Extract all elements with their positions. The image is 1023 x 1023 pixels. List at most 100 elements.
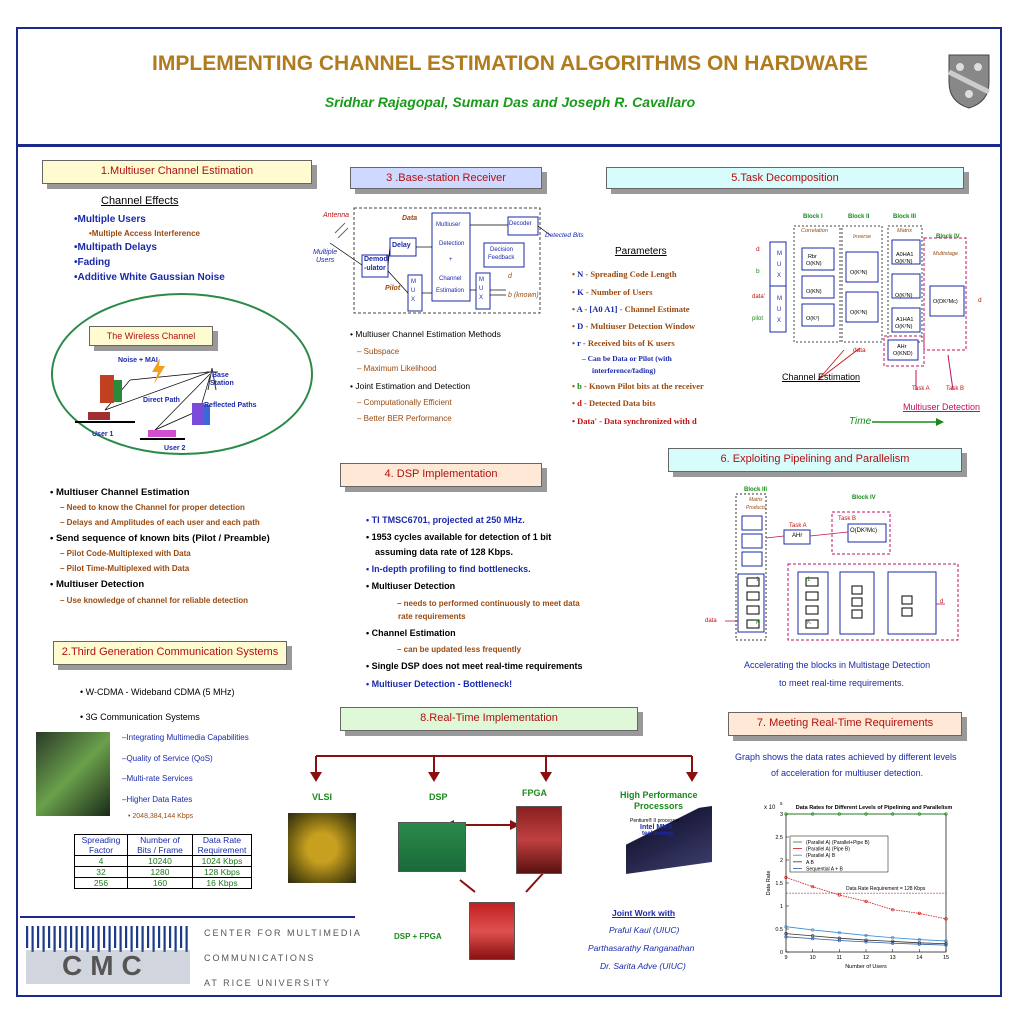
cmc-logo-bars-icon — [26, 926, 190, 984]
table-cell: 256 — [74, 877, 128, 889]
poster-frame — [16, 27, 1002, 997]
effect-3: •Multipath Delays — [74, 242, 157, 253]
logo-bar — [180, 926, 183, 948]
joint-work-title: Joint Work with — [612, 908, 676, 918]
bknown-label: b (known) — [508, 292, 539, 299]
param-data: • Data' - Data synchronized with d — [572, 416, 697, 426]
op-data-prime: data' — [752, 294, 765, 300]
data-label: Data — [402, 215, 418, 222]
chart-scale-label: x 10 — [764, 805, 776, 811]
pilot-label: Pilot — [385, 285, 401, 292]
s3-sub-2a: – Computationally Efficient — [357, 398, 452, 407]
s2-rate: • 2048,384,144 Kbps — [128, 813, 194, 820]
mud-label-5: Estimation — [436, 288, 465, 294]
s7-caption-2: of acceleration for multiuser detection. — [771, 768, 924, 778]
logo-bar — [70, 926, 73, 948]
op-mp1: A0HA1 — [896, 252, 914, 258]
chart-y-tick-label: 0.5 — [775, 927, 783, 933]
chart-data-point — [944, 812, 948, 816]
decision-label-1: Decision — [490, 247, 514, 253]
chart-xlabel: Number of Users — [845, 964, 887, 970]
logo-bar — [92, 926, 95, 948]
chart-data-point — [784, 935, 788, 939]
pipelining-diagram — [725, 493, 959, 641]
logo-bar — [169, 926, 172, 948]
d-label: d — [508, 273, 512, 280]
s2-bullet-2: • 3G Communication Systems — [80, 712, 200, 722]
logo-bar — [141, 926, 144, 952]
chart-data-point — [891, 941, 895, 945]
dsp-label: DSP — [429, 792, 448, 802]
chart-threshold-label: Data Rate Requirement = 128 Kbps — [846, 886, 926, 892]
table-cell: 10240 — [127, 855, 193, 867]
chart-y-tick-label: 1.5 — [775, 881, 783, 887]
cmc-line-2: COMMUNICATIONS — [204, 953, 316, 963]
s6-one-2: 1 — [807, 577, 811, 583]
task-a-label: Task A — [912, 386, 930, 392]
demod-label-2: -ulator — [364, 265, 386, 272]
poster-authors: Sridhar Rajagopal, Suman Das and Joseph … — [324, 94, 696, 110]
mp1-label: Matrix — [749, 497, 763, 503]
table-cell: 32 — [74, 866, 128, 878]
param-a: • A - [A0 A1] - Channel Estimate — [572, 304, 690, 314]
chart-data-point — [917, 942, 921, 946]
op-inv2-cost: O(K³N) — [850, 310, 868, 316]
chart-x-tick-label: 14 — [916, 955, 922, 961]
chart-data-point — [784, 932, 788, 936]
s7-caption-1: Graph shows the data rates achieved by d… — [735, 752, 957, 762]
logo-bar — [147, 926, 150, 948]
logo-bar — [174, 926, 177, 952]
chart-legend-box — [789, 835, 889, 873]
chart-data-point — [864, 899, 868, 903]
s3-sub-2b: – Better BER Performance — [357, 414, 452, 423]
param-r: • r - Received bits of K users — [572, 338, 675, 348]
table-header-cell: Data Rate Requirement — [192, 834, 252, 856]
logo-bar — [119, 926, 122, 952]
logo-bar — [48, 926, 51, 948]
s3-bullet-2: • Joint Estimation and Detection — [350, 381, 471, 391]
chart-data-point — [917, 911, 921, 915]
chart-x-tick-label: 9 — [784, 955, 787, 961]
table-cell: 16 Kbps — [192, 877, 252, 889]
s6-k-2: K — [807, 620, 812, 626]
chart-data-point — [864, 812, 868, 816]
mud-label-2: Detection — [439, 241, 465, 247]
joint-name-3: Dr. Sarita Adve (UIUC) — [600, 961, 686, 971]
block-2-label: Block II — [848, 214, 870, 220]
chart-data-point — [811, 928, 815, 932]
s4-item-1: • TI TMSC6701, projected at 250 MHz. — [366, 515, 525, 525]
chart-data-point — [891, 936, 895, 940]
block-4-label: Block IV — [936, 234, 960, 240]
block-1-sub: Correlation — [801, 228, 828, 234]
wireless-channel-diagram — [75, 358, 218, 440]
s6-ahr: AHr — [792, 533, 803, 539]
s3-sub-1a: – Subspace — [357, 347, 400, 356]
logo-bar — [37, 926, 40, 948]
s3-sub-1b: – Maximum Likelihood — [357, 364, 437, 373]
base-label: Base — [212, 372, 229, 379]
chart-legend-entry: Sequential A + B — [806, 866, 844, 872]
s4-item-4: • In-depth profiling to find bottlenecks… — [366, 564, 531, 574]
chart-y-tick-label: 2 — [780, 858, 783, 864]
chart-legend-entry: (Parallel A) (Parallel+Pipe B) — [806, 840, 870, 846]
s4-item-6: – needs to performed continuously to mee… — [397, 599, 580, 608]
detected-bits-label: Detected Bits — [545, 232, 584, 239]
chart-data-point — [784, 925, 788, 929]
s1-sub-3a: – Use knowledge of channel for reliable … — [60, 596, 249, 605]
chart-data-point — [864, 940, 868, 944]
hpp-label-1: High Performance — [620, 790, 698, 800]
block-2-sub: Inverse — [853, 234, 872, 240]
chart-x-tick-label: 15 — [943, 955, 949, 961]
channel-estimation-label: Channel Estimation — [782, 372, 861, 382]
users-label: Users — [316, 257, 335, 264]
cmc-line-3: AT RICE UNIVERSITY — [204, 978, 332, 988]
delay-label: Delay — [392, 242, 411, 249]
logo-bar — [185, 926, 188, 952]
op-ahr: AHr — [897, 344, 907, 350]
param-dd: • d - Detected Data bits — [572, 398, 656, 408]
chart-x-tick-label: 12 — [863, 955, 869, 961]
chart-title: Data Rates for Different Levels of Pipel… — [796, 805, 953, 811]
s7-heading: 7. Meeting Real-Time Requirements — [728, 712, 962, 736]
s5-heading: 5.Task Decomposition — [606, 167, 964, 189]
